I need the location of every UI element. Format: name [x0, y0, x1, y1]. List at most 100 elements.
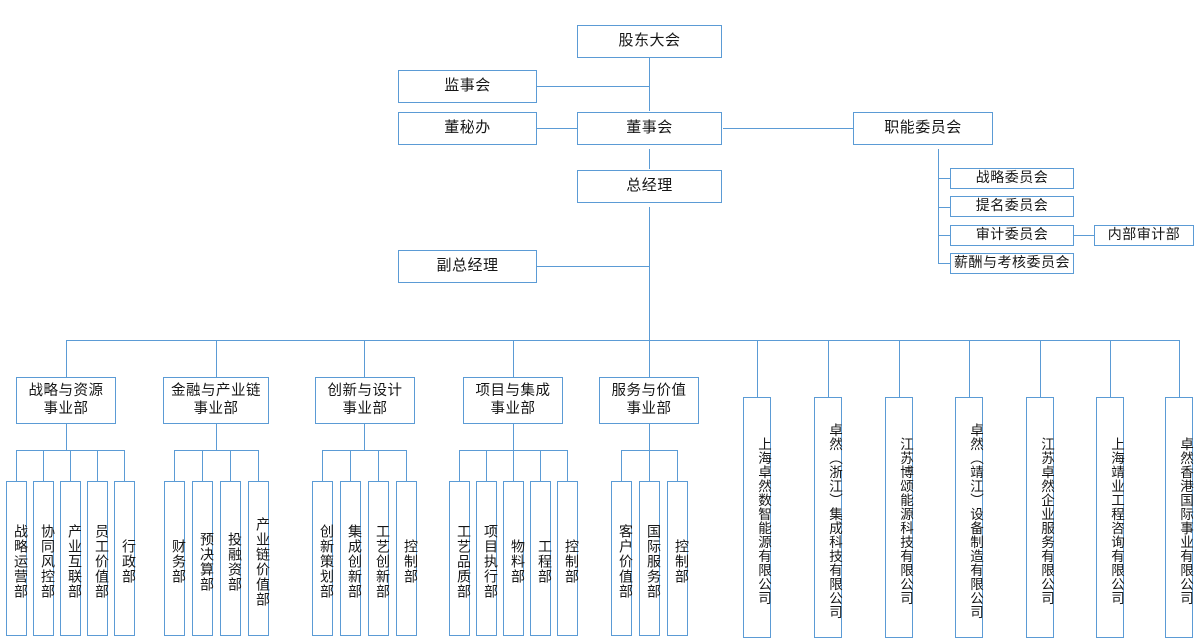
drop-division-1	[66, 340, 67, 377]
drop-d3-dept-4	[406, 450, 407, 481]
box-supervisory-board[interactable]: 监事会	[398, 70, 537, 103]
box-dept-collaborative-risk-control[interactable]: 协同风控部	[33, 481, 54, 636]
connector-deputy-gm-to-trunk	[537, 266, 650, 267]
box-dept-industry-interconnect[interactable]: 产业互联部	[60, 481, 81, 636]
box-dept-strategy-operations[interactable]: 战略运营部	[6, 481, 27, 636]
drop-subsidiary-3	[899, 340, 900, 397]
drop-d3-dept-1	[322, 450, 323, 481]
division-2-line2: 事业部	[193, 400, 239, 417]
box-dept-integrated-innovation[interactable]: 集成创新部	[340, 481, 361, 636]
drop-subsidiary-1	[757, 340, 758, 397]
drop-subsidiary-5	[1040, 340, 1041, 397]
box-subsidiary-zhuoran-hongkong-international[interactable]: 卓然香港国际事业有限公司	[1165, 397, 1193, 638]
box-dept-project-execution[interactable]: 项目执行部	[476, 481, 497, 636]
drop-d1-spine	[66, 424, 67, 450]
drop-d1-dept-2	[43, 450, 44, 481]
box-dept-process-quality[interactable]: 工艺品质部	[449, 481, 470, 636]
box-dept-international-service[interactable]: 国际服务部	[639, 481, 660, 636]
drop-d5-dept-2	[649, 450, 650, 481]
box-subsidiary-zhuoran-jingjiang-equipment-manufacturing[interactable]: 卓然（靖江）设备制造有限公司	[955, 397, 983, 638]
connector-gm-trunk	[649, 207, 650, 340]
drop-d4-dept-2	[486, 450, 487, 481]
connector-committee-1	[938, 178, 950, 179]
division-1-line1: 战略与资源	[28, 383, 104, 400]
drop-d5-spine	[649, 424, 650, 450]
box-subsidiary-shanghai-zhuoran-digital-energy[interactable]: 上海卓然数智能源有限公司	[743, 397, 771, 638]
box-committee-audit[interactable]: 审计委员会	[950, 225, 1074, 246]
box-shareholders-meeting[interactable]: 股东大会	[577, 25, 722, 58]
drop-d4-dept-4	[540, 450, 541, 481]
box-subsidiary-zhuoran-zhejiang-integration-tech[interactable]: 卓然（浙江）集成科技有限公司	[814, 397, 842, 638]
drop-division-3	[364, 340, 365, 377]
drop-d4-dept-1	[459, 450, 460, 481]
box-dept-industry-chain-value[interactable]: 产业链价值部	[248, 481, 269, 636]
box-dept-process-innovation[interactable]: 工艺创新部	[368, 481, 389, 636]
drop-d1-dept-5	[124, 450, 125, 481]
box-division-finance-industrial-chain[interactable]: 金融与产业链 事业部	[163, 377, 269, 424]
box-dept-investment-financing[interactable]: 投融资部	[220, 481, 241, 636]
connector-committee-3	[938, 235, 950, 236]
drop-d2-spine	[216, 424, 217, 450]
box-dept-innovation-planning[interactable]: 创新策划部	[312, 481, 333, 636]
box-committee-remuneration[interactable]: 薪酬与考核委员会	[950, 253, 1074, 274]
connector-secretary-to-board	[537, 128, 577, 129]
box-dept-control-project[interactable]: 控制部	[557, 481, 578, 636]
box-subsidiary-jiangsu-bosong-energy-tech[interactable]: 江苏博颂能源科技有限公司	[885, 397, 913, 638]
sub-bus-d2	[174, 450, 259, 451]
connector-committee-2	[938, 207, 950, 208]
box-dept-control-design[interactable]: 控制部	[396, 481, 417, 636]
drop-division-5	[649, 340, 650, 377]
box-dept-control-service[interactable]: 控制部	[667, 481, 688, 636]
box-dept-customer-value[interactable]: 客户价值部	[611, 481, 632, 636]
division-2-line1: 金融与产业链	[171, 383, 261, 400]
drop-d2-dept-1	[174, 450, 175, 481]
drop-d2-dept-2	[202, 450, 203, 481]
box-internal-audit-department[interactable]: 内部审计部	[1094, 225, 1194, 246]
box-deputy-general-manager[interactable]: 副总经理	[398, 250, 537, 283]
division-5-line1: 服务与价值	[611, 383, 687, 400]
connector-shareholders-to-board	[649, 57, 650, 111]
box-division-project-integration[interactable]: 项目与集成 事业部	[463, 377, 563, 424]
box-committee-strategy[interactable]: 战略委员会	[950, 168, 1074, 189]
drop-d2-dept-4	[258, 450, 259, 481]
box-division-strategy-resources[interactable]: 战略与资源 事业部	[16, 377, 116, 424]
box-dept-finance[interactable]: 财务部	[164, 481, 185, 636]
connector-committee-4	[938, 263, 950, 264]
division-5-line2: 事业部	[626, 400, 672, 417]
box-dept-engineering[interactable]: 工程部	[530, 481, 551, 636]
box-division-service-value[interactable]: 服务与价值 事业部	[599, 377, 699, 424]
box-division-innovation-design[interactable]: 创新与设计 事业部	[315, 377, 415, 424]
drop-d3-dept-3	[378, 450, 379, 481]
box-dept-materials[interactable]: 物料部	[503, 481, 524, 636]
connector-supervisory-to-trunk	[537, 86, 650, 87]
division-4-line1: 项目与集成	[475, 383, 551, 400]
drop-d3-spine	[364, 424, 365, 450]
drop-d1-dept-3	[70, 450, 71, 481]
box-board-of-directors[interactable]: 董事会	[577, 112, 722, 145]
division-4-line2: 事业部	[490, 400, 536, 417]
sub-bus-d3	[322, 450, 407, 451]
drop-d4-dept-3	[513, 450, 514, 481]
division-1-line2: 事业部	[43, 400, 89, 417]
box-subsidiary-jiangsu-zhuoran-enterprise-service[interactable]: 江苏卓然企业服务有限公司	[1026, 397, 1054, 638]
connector-board-to-gm	[649, 149, 650, 169]
box-dept-administration[interactable]: 行政部	[114, 481, 135, 636]
box-dept-employee-value[interactable]: 员工价值部	[87, 481, 108, 636]
box-committee-nomination[interactable]: 提名委员会	[950, 196, 1074, 217]
box-functional-committee[interactable]: 职能委员会	[853, 112, 993, 145]
drop-d1-dept-1	[16, 450, 17, 481]
box-general-manager[interactable]: 总经理	[577, 170, 722, 203]
drop-d1-dept-4	[97, 450, 98, 481]
box-subsidiary-shanghai-jingye-engineering-consulting[interactable]: 上海靖业工程咨询有限公司	[1096, 397, 1124, 638]
connector-board-to-committee	[723, 128, 853, 129]
main-bus-line	[66, 340, 1179, 341]
drop-subsidiary-6	[1110, 340, 1111, 397]
drop-d5-dept-1	[621, 450, 622, 481]
drop-d3-dept-2	[350, 450, 351, 481]
box-board-secretary-office[interactable]: 董秘办	[398, 112, 537, 145]
drop-d5-dept-3	[677, 450, 678, 481]
box-dept-budget-settlement[interactable]: 预决算部	[192, 481, 213, 636]
drop-d4-spine	[513, 424, 514, 450]
drop-d4-dept-5	[567, 450, 568, 481]
